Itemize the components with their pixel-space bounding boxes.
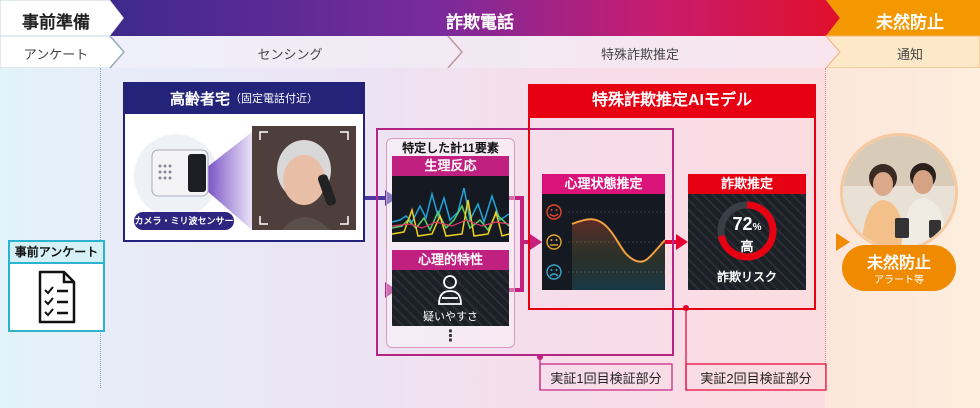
more-elements-indicator: ⋮ bbox=[442, 328, 459, 345]
fraud-risk-label: 詐欺リスク bbox=[716, 270, 777, 284]
physio-chart bbox=[391, 176, 510, 242]
phase-prevention-label: 未然防止 bbox=[876, 13, 944, 32]
step-notify-label: 通知 bbox=[896, 47, 923, 62]
elements-group bbox=[376, 128, 674, 356]
home-subtitle: （固定電話付近） bbox=[230, 93, 318, 105]
gauge-value-row: 72% bbox=[714, 214, 780, 235]
phase-prep-label: 事前準備 bbox=[22, 13, 90, 32]
elements-title: 特定した計11要素 bbox=[402, 141, 499, 155]
bg-prep-zone bbox=[0, 68, 100, 408]
gauge-percent-sign: % bbox=[752, 222, 762, 233]
psych-title: 心理的特性 bbox=[392, 250, 509, 270]
step-survey-label: アンケート bbox=[23, 47, 89, 62]
home-title: 高齢者宅 bbox=[169, 90, 230, 108]
outcome-badge bbox=[842, 245, 956, 291]
phase-call-bar bbox=[110, 0, 840, 36]
phase-header bbox=[0, 0, 980, 68]
outcome-photo-ring bbox=[840, 133, 958, 251]
sad-face-icon bbox=[546, 264, 562, 280]
gauge-level: 高 bbox=[740, 239, 754, 254]
sensor-scene bbox=[134, 126, 356, 230]
verification-phase1-label: 実証1回目検証部分 bbox=[550, 371, 662, 386]
phase-prevention-bar bbox=[826, 0, 980, 36]
mental-state-chart bbox=[542, 194, 666, 290]
sensor-label: カメラ・ミリ波センサー bbox=[134, 212, 234, 230]
mental-state-curve bbox=[546, 204, 666, 290]
survey-title: 事前アンケート bbox=[8, 240, 105, 264]
fraud-gauge bbox=[717, 201, 777, 261]
phase-fraud-call-label: 詐欺電話 bbox=[446, 13, 514, 32]
zone-divider-right bbox=[825, 68, 826, 388]
gauge-value: 72 bbox=[732, 214, 753, 234]
verification-phase2-label: 実証2回目検証部分 bbox=[700, 371, 812, 386]
outcome-sub: アラート等 bbox=[874, 275, 924, 286]
checklist-icon bbox=[38, 270, 76, 324]
step-estimation-label: 特殊詐欺推定 bbox=[600, 47, 679, 62]
step-sensing-label: センシング bbox=[257, 47, 323, 62]
smile-face-icon bbox=[546, 204, 562, 220]
neutral-face-icon bbox=[546, 234, 562, 250]
ai-model-title: 特殊詐欺推定AIモデル bbox=[528, 84, 816, 118]
zone-divider-left bbox=[100, 68, 101, 388]
psych-trait-label: 疑いやすさ bbox=[423, 311, 478, 323]
home-title-bar: 高齢者宅 （固定電話付近） bbox=[123, 82, 365, 114]
physio-waveform bbox=[391, 187, 510, 237]
mental-state-title: 心理状態推定 bbox=[542, 174, 665, 194]
fraud-estimation-panel bbox=[688, 194, 806, 290]
physio-title: 生理反応 bbox=[392, 156, 509, 176]
person-crossed-arms-icon bbox=[438, 275, 462, 305]
outcome-title: 未然防止 bbox=[866, 255, 931, 272]
fraud-estimation-title: 詐欺推定 bbox=[688, 174, 806, 194]
